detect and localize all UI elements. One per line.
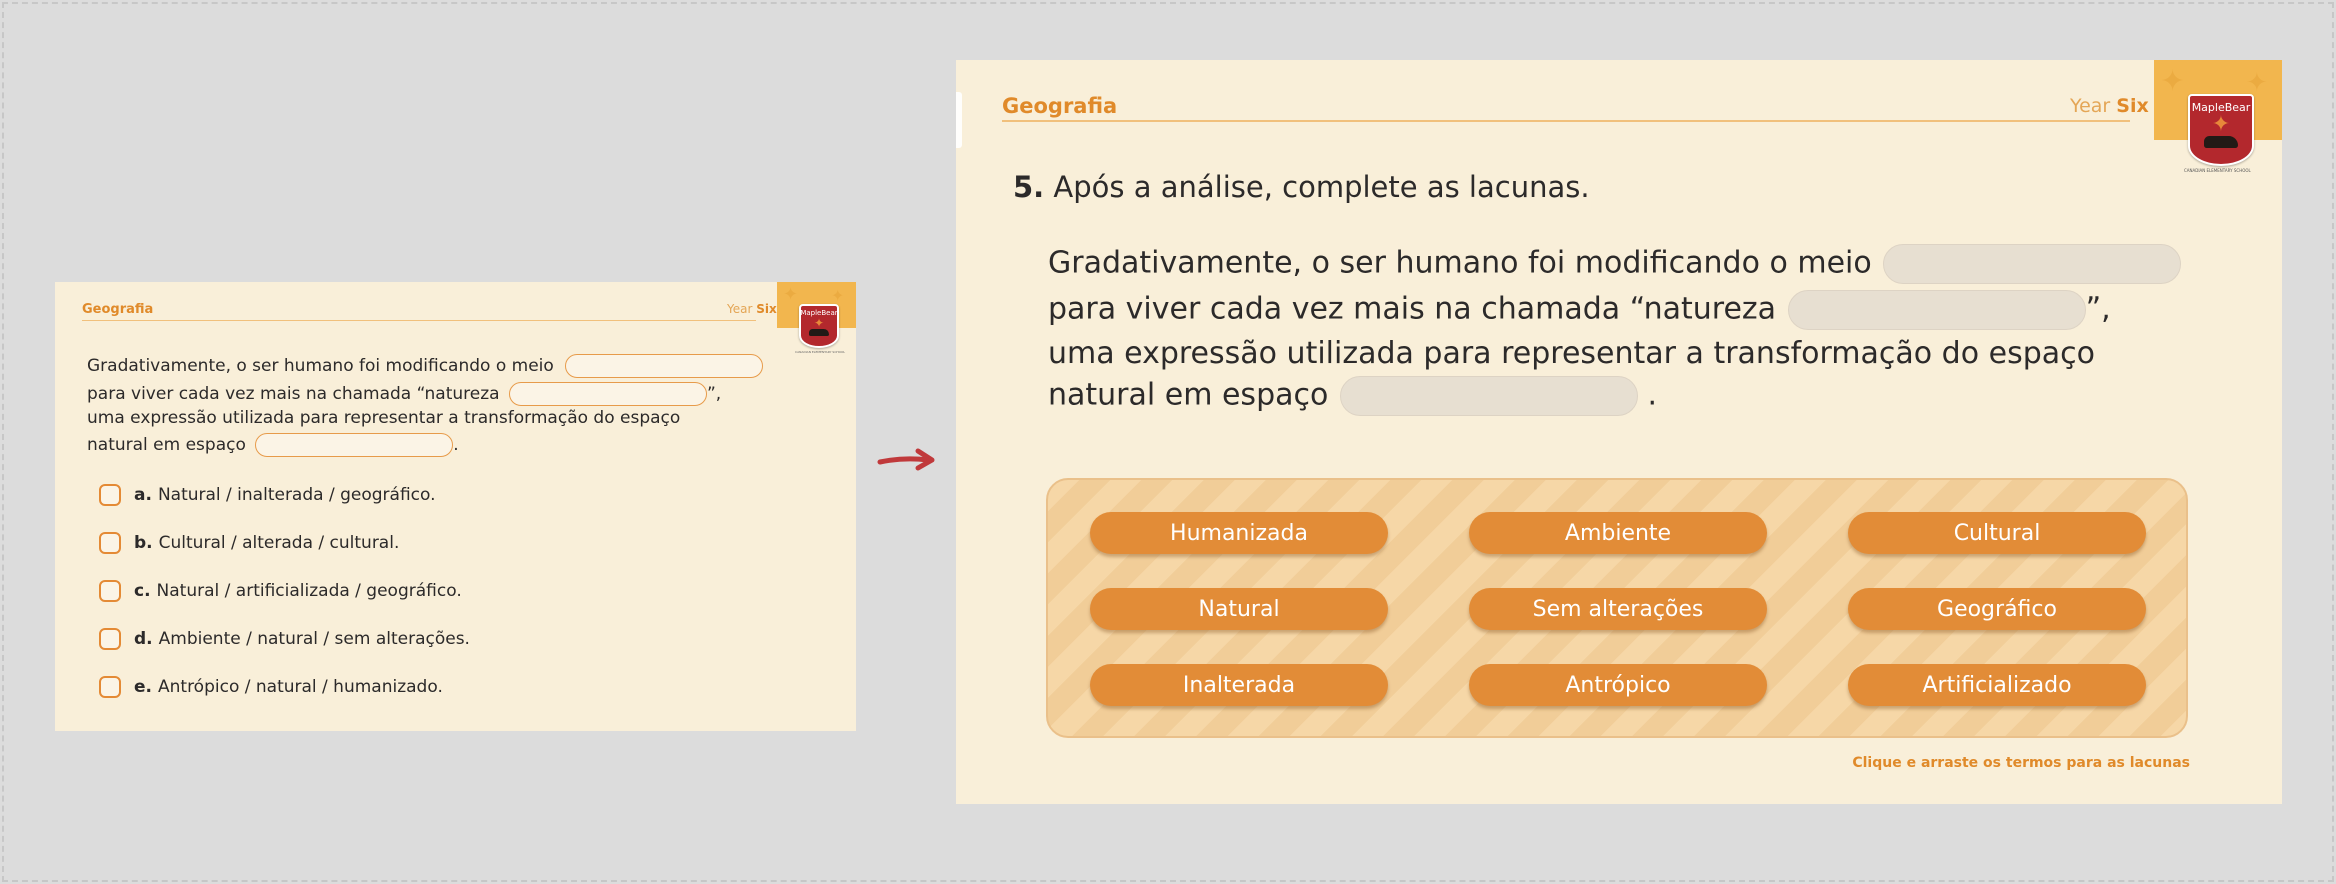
drop-zone-3[interactable]: [1339, 376, 1638, 416]
instruction-text: Clique e arraste os termos para as lacun…: [1852, 755, 2190, 771]
sentence-text: para viver cada vez mais na chamada “nat…: [87, 384, 500, 404]
word-chip[interactable]: Inalterada: [1090, 664, 1388, 706]
checkbox[interactable]: [99, 484, 121, 506]
logo-text: MapleBear: [800, 309, 838, 317]
word-bank: Humanizada Ambiente Cultural Natural Sem…: [1046, 478, 2188, 738]
option-c[interactable]: c. Natural / artificializada / geográfic…: [99, 580, 462, 602]
bear-icon: [2204, 136, 2238, 148]
maple-bear-logo: MapleBear ✦: [799, 304, 839, 348]
maple-leaf-icon: ✦: [831, 286, 845, 305]
sentence-line-2: para viver cada vez mais na chamada “nat…: [87, 382, 721, 406]
sentence-line-3: uma expressão utilizada para representar…: [1048, 336, 2095, 371]
header-line: [1002, 120, 2130, 122]
question-number: 5.: [1013, 170, 1045, 204]
maple-leaf-icon: ✦: [783, 284, 799, 305]
sentence-text: ”,: [706, 384, 722, 404]
blank-field-2[interactable]: [508, 382, 707, 406]
sentence-text: .: [453, 435, 459, 455]
option-d[interactable]: d. Ambiente / natural / sem alterações.: [99, 628, 470, 650]
sentence-line-1: Gradativamente, o ser humano foi modific…: [87, 354, 764, 378]
blank-field-1[interactable]: [565, 354, 764, 378]
year-label: Year Six: [2070, 95, 2149, 117]
sentence-text: Gradativamente, o ser humano foi modific…: [87, 356, 554, 376]
sentence-line-4: natural em espaço .: [1048, 376, 1657, 416]
word-chip[interactable]: Ambiente: [1469, 512, 1767, 554]
question-title: 5. Após a análise, complete as lacunas.: [1013, 170, 1590, 204]
option-text: Natural / inalterada / geográfico.: [157, 485, 436, 505]
right-arrow-icon: [877, 448, 935, 471]
maple-leaf-icon: ✦: [813, 316, 825, 330]
option-text: Natural / artificializada / geográfico.: [156, 581, 462, 601]
option-e[interactable]: e. Antrópico / natural / humanizado.: [99, 676, 443, 698]
option-letter: b.: [134, 533, 153, 553]
year-value: Six: [756, 302, 777, 316]
option-b[interactable]: b. Cultural / alterada / cultural.: [99, 532, 399, 554]
sentence-text: natural em espaço: [87, 435, 246, 455]
logo-subtext: CANADIAN ELEMENTARY SCHOOL: [2184, 168, 2251, 173]
side-handle[interactable]: [956, 92, 962, 148]
checkbox[interactable]: [99, 580, 121, 602]
year-prefix: Year: [727, 302, 757, 316]
checkbox[interactable]: [99, 676, 121, 698]
year-value: Six: [2116, 95, 2149, 117]
option-letter: d.: [134, 629, 153, 649]
sentence-line-3: uma expressão utilizada para representar…: [87, 408, 681, 428]
year-label: Year Six: [727, 302, 777, 316]
option-a[interactable]: a. Natural / inalterada / geográfico.: [99, 484, 436, 506]
sentence-text: .: [1647, 377, 1657, 413]
drop-zone-1[interactable]: [1883, 244, 2182, 284]
word-chip[interactable]: Antrópico: [1469, 664, 1767, 706]
maple-leaf-icon: ✦: [2160, 64, 2186, 99]
subject-title: Geografia: [1002, 94, 1118, 118]
bear-icon: [809, 329, 829, 336]
sentence-text: para viver cada vez mais na chamada “nat…: [1048, 291, 1777, 327]
word-chip[interactable]: Cultural: [1848, 512, 2146, 554]
logo-text: MapleBear: [2191, 101, 2251, 114]
checkbox[interactable]: [99, 532, 121, 554]
word-chip[interactable]: Artificializado: [1848, 664, 2146, 706]
word-chip[interactable]: Natural: [1090, 588, 1388, 630]
interactive-slide: Geografia Year Six ✦ ✦ MapleBear ✦ CANAD…: [956, 60, 2282, 804]
sentence-text: ”,: [2085, 291, 2111, 327]
checkbox[interactable]: [99, 628, 121, 650]
word-chip[interactable]: Geográfico: [1848, 588, 2146, 630]
original-slide: Geografia Year Six ✦ ✦ MapleBear ✦ CANAD…: [55, 282, 856, 731]
maple-bear-logo: MapleBear ✦: [2188, 94, 2254, 166]
sentence-text: Gradativamente, o ser humano foi modific…: [1048, 245, 1872, 281]
sentence-line-1: Gradativamente, o ser humano foi modific…: [1048, 244, 2182, 284]
option-letter: e.: [134, 677, 152, 697]
option-letter: c.: [134, 581, 151, 601]
header-line: [82, 320, 756, 321]
option-text: Antrópico / natural / humanizado.: [158, 677, 443, 697]
blank-field-3[interactable]: [255, 433, 454, 457]
subject-title: Geografia: [82, 302, 154, 317]
option-text: Ambiente / natural / sem alterações.: [158, 629, 470, 649]
maple-leaf-icon: ✦: [2246, 68, 2268, 98]
option-letter: a.: [134, 485, 152, 505]
sentence-line-2: para viver cada vez mais na chamada “nat…: [1048, 290, 2111, 330]
word-chip[interactable]: Sem alterações: [1469, 588, 1767, 630]
question-text: Após a análise, complete as lacunas.: [1053, 170, 1590, 204]
year-prefix: Year: [2070, 95, 2117, 117]
word-chip[interactable]: Humanizada: [1090, 512, 1388, 554]
option-text: Cultural / alterada / cultural.: [158, 533, 400, 553]
sentence-text: natural em espaço: [1048, 377, 1329, 413]
maple-leaf-icon: ✦: [2211, 112, 2231, 137]
logo-subtext: CANADIAN ELEMENTARY SCHOOL: [795, 350, 846, 354]
sentence-line-4: natural em espaço .: [87, 433, 459, 457]
drop-zone-2[interactable]: [1787, 290, 2086, 330]
